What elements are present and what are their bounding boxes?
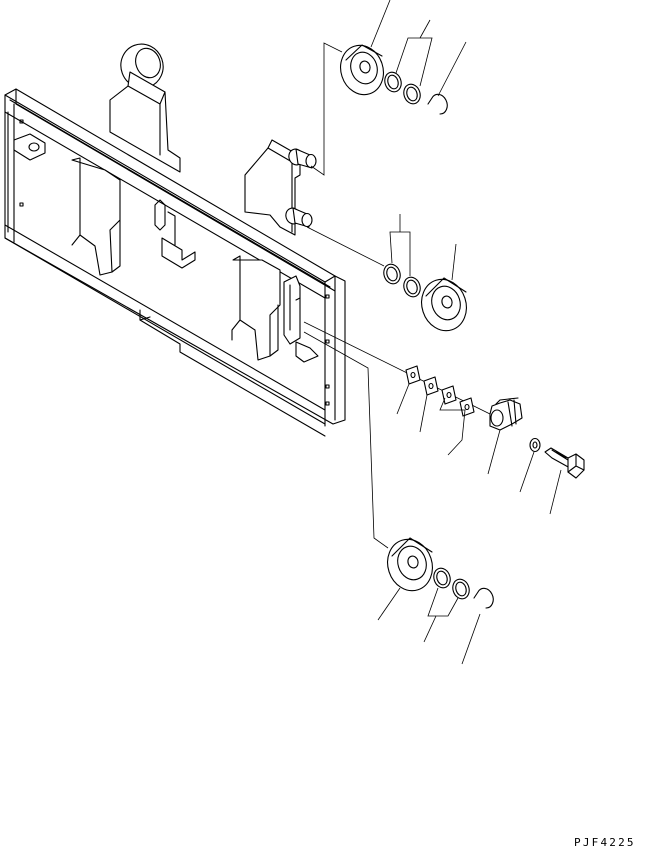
upper-roller-assembly [311,0,466,175]
drawing-code: PJF4225 [574,836,636,849]
side-stopper-assembly [304,322,584,514]
middle-roller-assembly [307,214,473,337]
carriage-frame [5,38,345,436]
lower-roller-assembly [304,332,493,664]
